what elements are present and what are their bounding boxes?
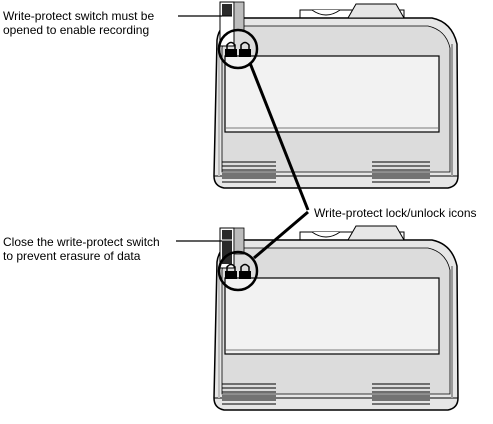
cartridge-top: [213, 1, 459, 189]
leader-line-icons-top: [248, 62, 310, 211]
callout-write-protect-close-line1: Close the write-protect switch: [3, 235, 160, 249]
lock-unlock-icons-bottom: [225, 263, 251, 279]
callout-write-protect-open-line1: Write-protect switch must be: [3, 9, 155, 23]
callout-lock-icons-text: Write-protect lock/unlock icons: [314, 206, 477, 220]
lock-unlock-icons-top: [225, 41, 251, 57]
lock-icons-highlight-circle-top: [217, 28, 259, 70]
leader-lines: [176, 15, 310, 260]
callout-lock-icons: Write-protect lock/unlock icons: [314, 206, 477, 220]
lock-icons-highlight-circle-bottom: [217, 250, 259, 292]
callout-write-protect-open: Write-protect switch must be opened to e…: [3, 9, 154, 37]
callout-write-protect-open-line2: opened to enable recording: [3, 23, 150, 37]
cartridge-bottom: [213, 225, 459, 411]
callout-write-protect-close: Close the write-protect switch to preven…: [3, 235, 160, 263]
callout-write-protect-close-line2: to prevent erasure of data: [3, 249, 141, 263]
leader-line-icons-bottom: [253, 210, 309, 260]
